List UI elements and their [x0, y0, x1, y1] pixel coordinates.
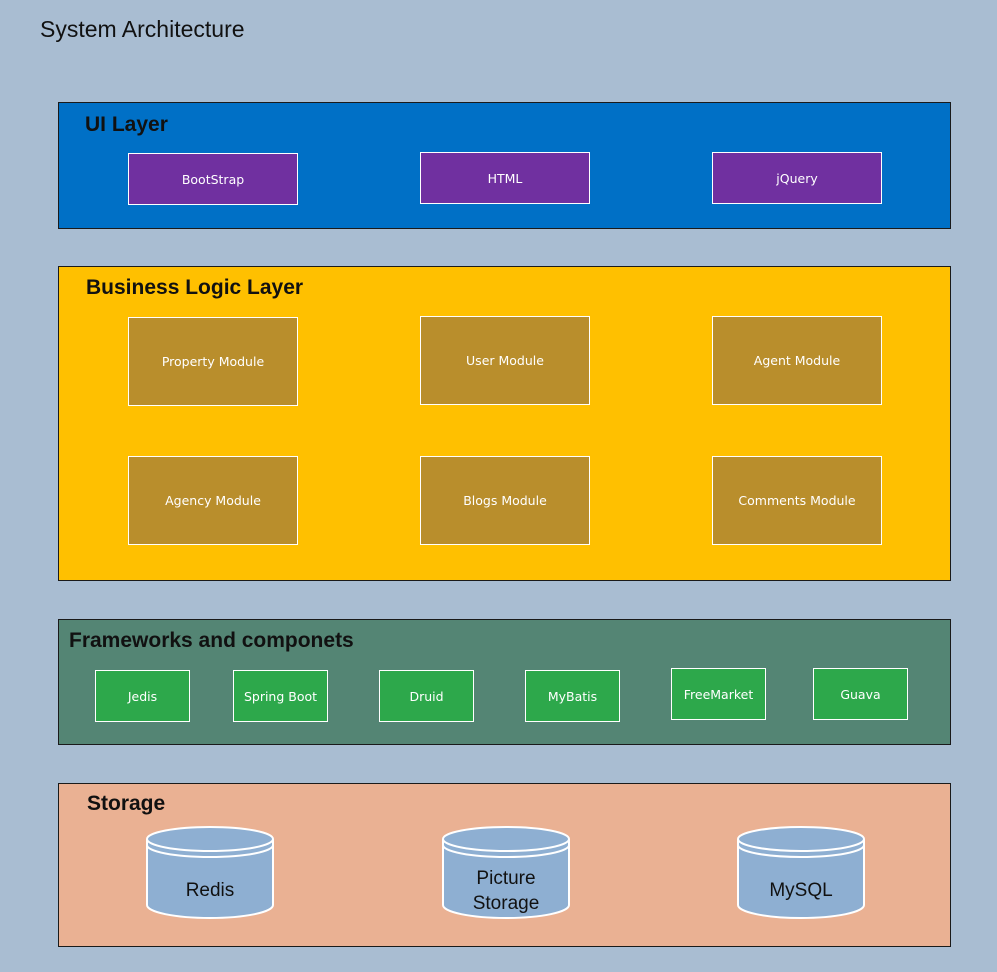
- spring-boot-box: Spring Boot: [233, 670, 328, 722]
- redis-cylinder: Redis: [145, 825, 275, 920]
- database-icon: [442, 826, 570, 919]
- blogs-module-box: Blogs Module: [420, 456, 590, 545]
- html-box: HTML: [420, 152, 590, 204]
- frameworks-layer: Frameworks and componets Jedis Spring Bo…: [58, 619, 951, 745]
- frameworks-layer-title: Frameworks and componets: [69, 629, 354, 652]
- guava-box: Guava: [813, 668, 908, 720]
- freemarket-box: FreeMarket: [671, 668, 766, 720]
- property-module-box: Property Module: [128, 317, 298, 406]
- comments-module-box: Comments Module: [712, 456, 882, 545]
- business-logic-layer-title: Business Logic Layer: [86, 276, 304, 299]
- ui-layer-title: UI Layer: [85, 113, 168, 136]
- business-logic-layer: Business Logic Layer Property Module Use…: [58, 266, 951, 581]
- mysql-cylinder: MySQL: [736, 825, 866, 920]
- storage-layer: Storage Redis Picture Storage MySQL: [58, 783, 951, 947]
- mybatis-box: MyBatis: [525, 670, 620, 722]
- bootstrap-box: BootStrap: [128, 153, 298, 205]
- mysql-label: MySQL: [769, 880, 833, 901]
- picture-storage-cylinder: Picture Storage: [441, 825, 571, 920]
- agent-module-box: Agent Module: [712, 316, 882, 405]
- database-icon: [146, 826, 274, 919]
- druid-box: Druid: [379, 670, 474, 722]
- user-module-box: User Module: [420, 316, 590, 405]
- agency-module-box: Agency Module: [128, 456, 298, 545]
- ui-layer: UI Layer BootStrap HTML jQuery: [58, 102, 951, 229]
- storage-layer-title: Storage: [87, 792, 166, 815]
- database-icon: [737, 826, 865, 919]
- jedis-box: Jedis: [95, 670, 190, 722]
- diagram-title: System Architecture: [40, 16, 245, 42]
- jquery-box: jQuery: [712, 152, 882, 204]
- picture-storage-label: Picture Storage: [472, 868, 540, 914]
- redis-label: Redis: [185, 880, 235, 901]
